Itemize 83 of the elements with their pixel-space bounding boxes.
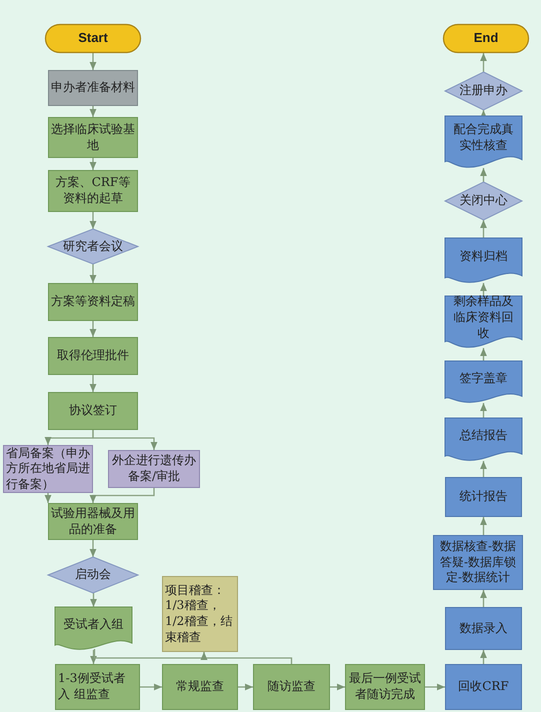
arrow xyxy=(90,593,97,607)
process-box xyxy=(253,664,330,710)
process-box xyxy=(445,607,522,650)
arrow xyxy=(480,517,487,535)
arrow xyxy=(90,375,96,392)
arrow xyxy=(90,488,155,503)
process-box xyxy=(55,664,140,710)
arrow xyxy=(90,158,96,170)
node-label: 协议签订 xyxy=(68,403,118,419)
arrow xyxy=(330,684,345,690)
node-label: 启动会 xyxy=(74,567,112,583)
decision-diamond xyxy=(445,72,522,110)
arrow xyxy=(90,321,96,337)
node-label: 项目稽查：1/3稽查，1/2稽查，结束稽查 xyxy=(164,582,234,646)
process-box xyxy=(48,70,138,106)
node-label: 关闭中心 xyxy=(458,193,508,209)
node-label: 配合完成真实性核查 xyxy=(452,122,514,154)
arrow xyxy=(238,684,253,690)
node-label: 数据录入 xyxy=(458,620,508,636)
process-box xyxy=(445,477,522,517)
arrow xyxy=(90,106,96,117)
process-box xyxy=(48,392,138,430)
arrow xyxy=(480,461,487,477)
arrow xyxy=(90,264,96,283)
decision-diamond xyxy=(48,229,138,264)
process-box xyxy=(445,664,522,710)
node-label: 方案等资料定稿 xyxy=(50,294,136,310)
node-label: 常规监查 xyxy=(175,679,225,695)
arrow xyxy=(92,430,158,450)
document-shape xyxy=(445,418,522,461)
process-box xyxy=(162,664,238,710)
node-label: 回收CRF xyxy=(457,679,510,695)
node-label: End xyxy=(472,30,500,47)
node-label: 外企进行遗传办备案/审批 xyxy=(111,453,197,485)
document-shape xyxy=(445,296,522,348)
node-label: 随访监查 xyxy=(266,679,316,695)
node-label: 方案、CRF等资料的起草 xyxy=(54,175,132,207)
node-label: 总结报告 xyxy=(458,428,508,444)
node-label: 省局备案（申办方所在地省局进行备案） xyxy=(5,446,91,492)
arrow xyxy=(140,684,162,690)
node-label: 注册申办 xyxy=(458,83,508,99)
arrow xyxy=(480,590,487,607)
arrow xyxy=(480,348,487,361)
process-box xyxy=(48,170,138,212)
node-label: Start xyxy=(77,30,109,47)
node-label: 选择临床试验基地 xyxy=(50,122,136,154)
note-box xyxy=(162,576,238,652)
node-label: 资料归档 xyxy=(458,249,508,265)
process-box xyxy=(345,664,425,710)
document-shape xyxy=(445,238,522,283)
arrow xyxy=(480,220,487,238)
arrow xyxy=(44,493,52,503)
node-label: 剩余样品及临床资料回收 xyxy=(452,294,514,342)
node-label: 1-3例受试者入 组监查 xyxy=(57,671,126,703)
node-label: 数据核查-数据答疑-数据库锁定-数据统计 xyxy=(438,539,518,586)
process-box xyxy=(433,535,523,590)
process-box xyxy=(48,337,138,375)
process-box xyxy=(48,283,138,321)
arrow xyxy=(90,650,97,664)
node-label: 试验用器械及用品的准备 xyxy=(50,506,136,538)
node-label: 受试者入组 xyxy=(62,617,124,633)
arrow xyxy=(90,53,96,70)
document-shape xyxy=(445,116,522,168)
decision-diamond xyxy=(48,557,138,593)
arrow xyxy=(480,168,487,182)
arrow xyxy=(90,540,96,557)
arrow xyxy=(480,110,487,118)
decision-diamond xyxy=(445,182,522,220)
arrow xyxy=(480,283,487,296)
node-label: 研究者会议 xyxy=(62,238,124,254)
document-shape xyxy=(55,607,132,650)
node-label: 最后一例受试者随访完成 xyxy=(348,671,422,703)
arrow xyxy=(480,403,487,418)
arrow xyxy=(480,650,487,664)
node-label: 申办者准备材料 xyxy=(50,80,136,96)
arrow xyxy=(90,212,96,229)
document-shape xyxy=(445,361,522,403)
arrow xyxy=(200,652,292,664)
node-label: 签字盖章 xyxy=(458,370,508,386)
arrow xyxy=(425,684,445,690)
arrow xyxy=(480,53,487,72)
node-label: 统计报告 xyxy=(458,489,508,505)
node-label: 取得伦理批件 xyxy=(56,348,130,364)
